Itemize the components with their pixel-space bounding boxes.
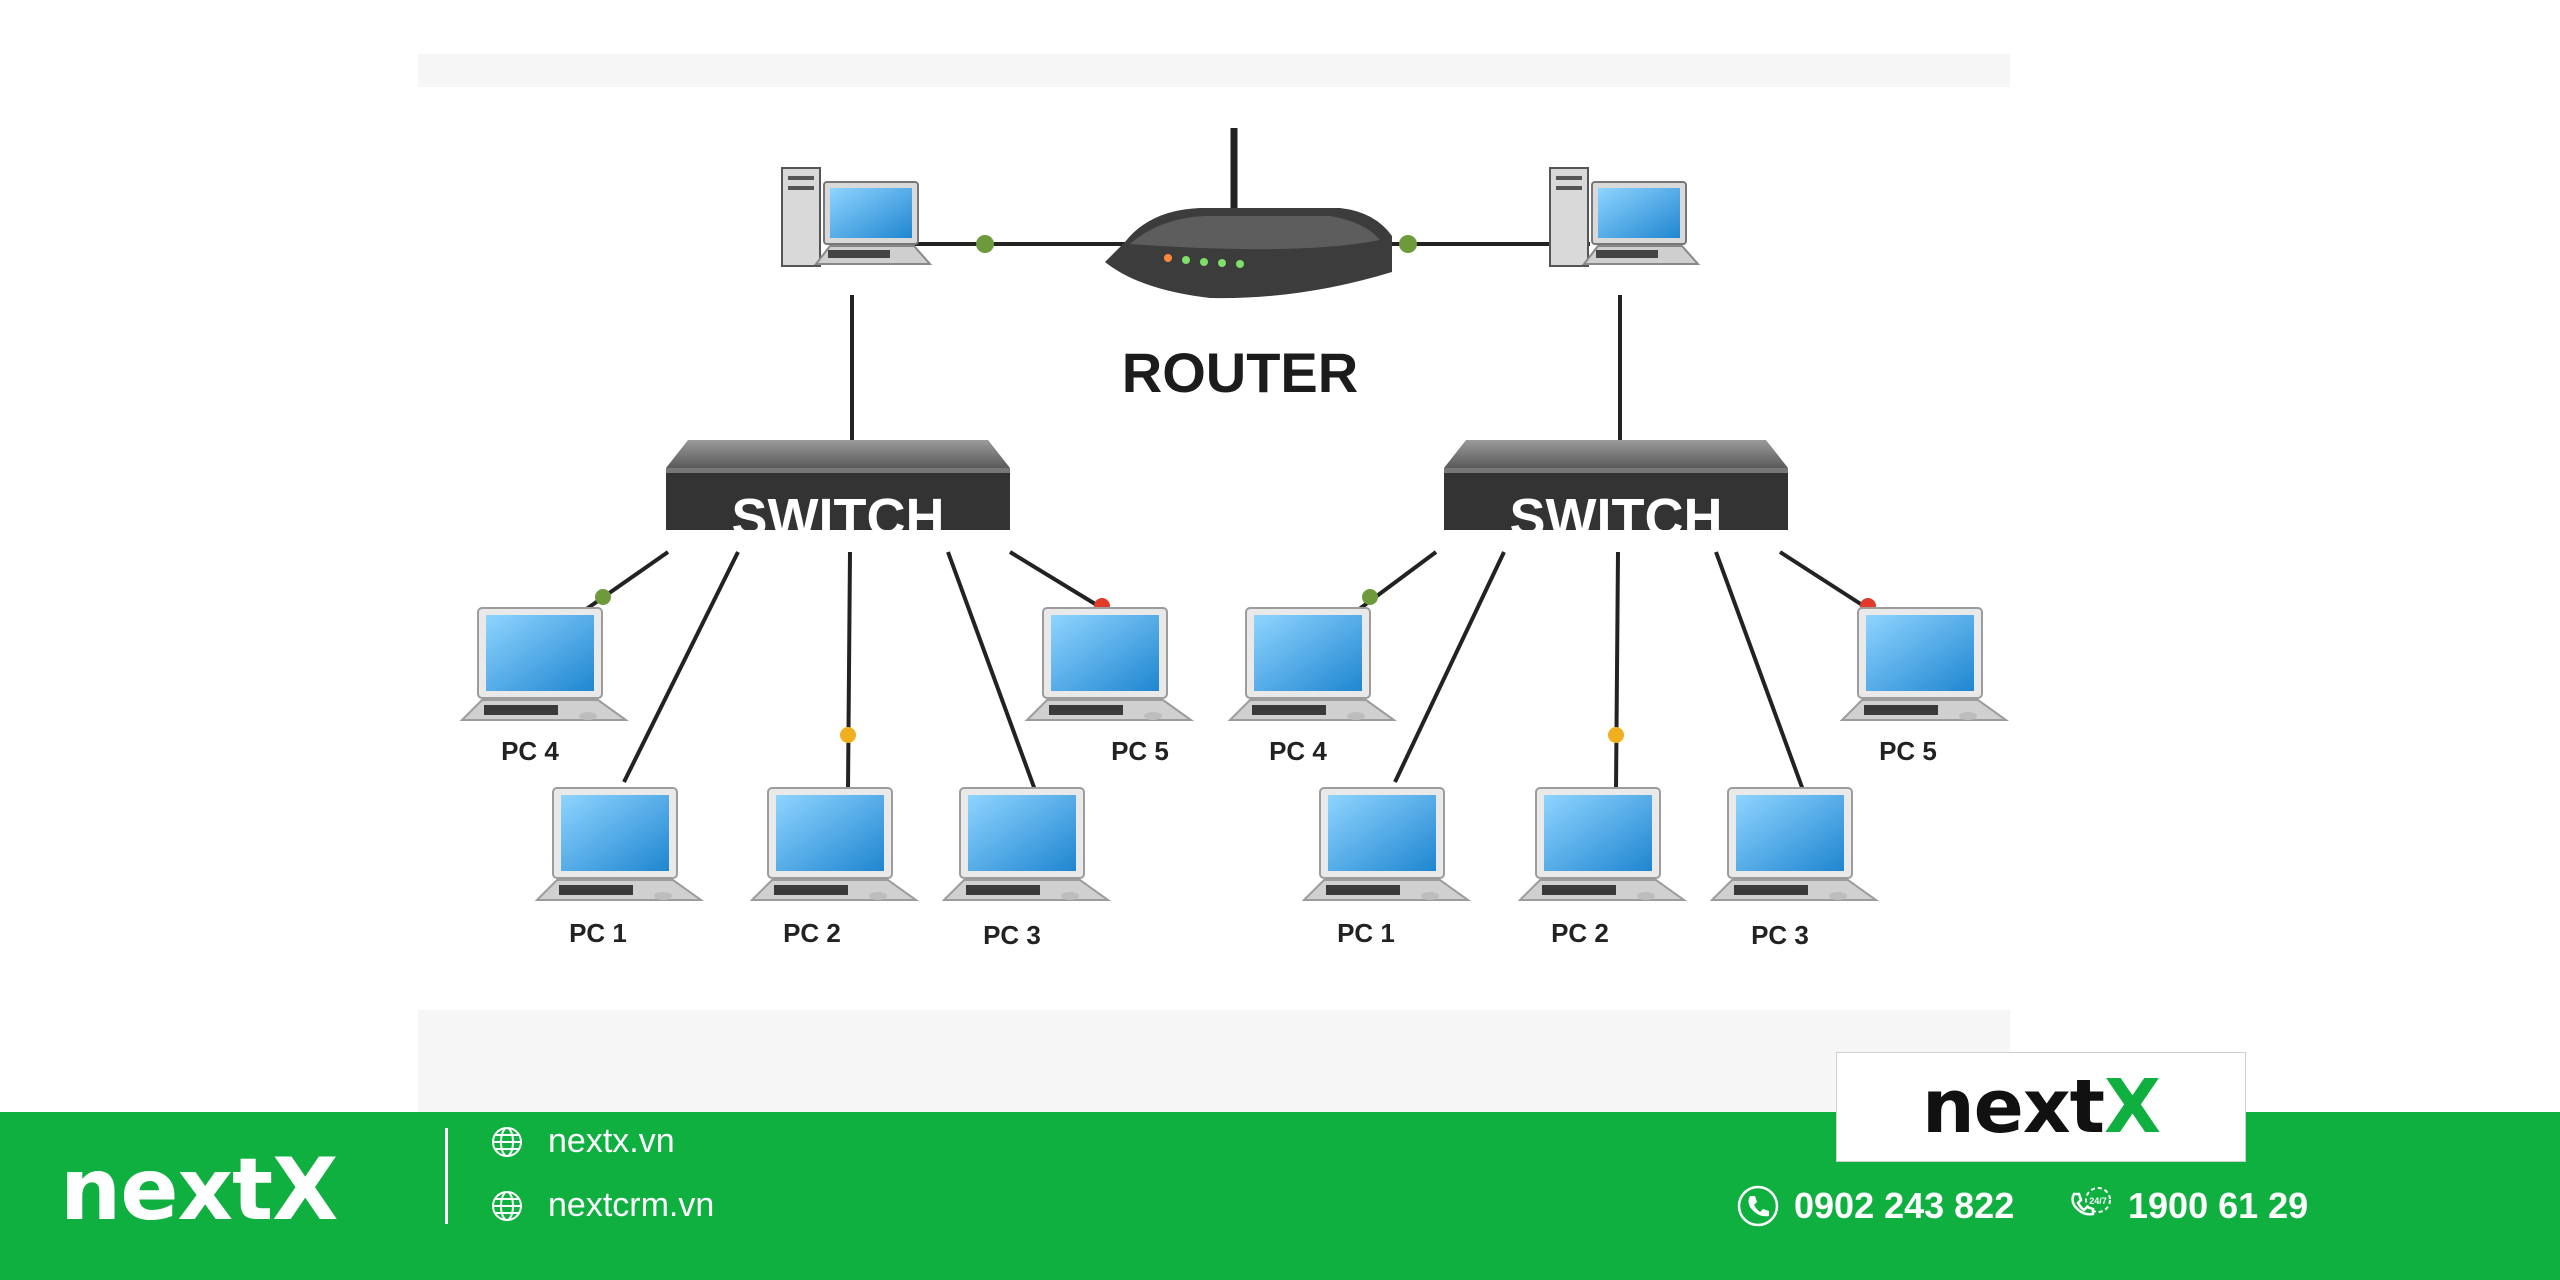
pc-labels: PC 4 PC 5 PC 1 PC 2 PC 3 PC 4 PC 5 PC 1 … (501, 736, 1937, 950)
label-right-pc2: PC 2 (1551, 918, 1609, 948)
label-left-pc5: PC 5 (1111, 736, 1169, 766)
switch-left-label: SWITCH (732, 488, 945, 548)
footer-brand-prefix: next (60, 1140, 273, 1240)
router (1105, 128, 1392, 299)
router-label: ROUTER (1122, 341, 1358, 404)
hotline-badge: 24/7 (2089, 1196, 2107, 1206)
footer-brand-logo: nextX (60, 1140, 338, 1240)
left-network-pcs (461, 607, 1192, 901)
laptop-right-pc1 (1303, 787, 1469, 901)
label-left-pc4: PC 4 (501, 736, 559, 766)
globe-icon (492, 1126, 522, 1157)
label-left-pc1: PC 1 (569, 918, 627, 948)
cables (583, 242, 1872, 791)
footer-brand-suffix: X (272, 1140, 338, 1240)
laptop-right-pc4 (1229, 607, 1395, 721)
laptop-left-pc4 (461, 607, 627, 721)
workstation-right (1549, 167, 1699, 267)
label-right-pc5: PC 5 (1879, 736, 1937, 766)
website-label: nextx.vn (548, 1122, 675, 1160)
label-left-pc3: PC 3 (983, 920, 1041, 950)
globe-icon (492, 1190, 522, 1221)
website-link-nextx[interactable]: nextx.vn (490, 1122, 675, 1161)
laptop-left-pc1 (536, 787, 702, 901)
phone-icon (1737, 1185, 1779, 1227)
image-top-band (418, 54, 2010, 87)
laptop-left-pc3 (943, 787, 1109, 901)
website-link-nextcrm[interactable]: nextcrm.vn (490, 1186, 714, 1225)
laptop-left-pc2 (751, 787, 917, 901)
laptop-right-pc3 (1711, 787, 1877, 901)
label-left-pc2: PC 2 (783, 918, 841, 948)
laptop-right-pc5 (1841, 607, 2007, 721)
hotline-24-7-icon: 24/7 (2071, 1187, 2111, 1216)
brand-logo-prefix: next (1921, 1064, 2105, 1150)
phone-number: 1900 61 29 (2128, 1185, 2309, 1226)
website-label: nextcrm.vn (548, 1186, 715, 1224)
laptop-left-pc5 (1026, 607, 1192, 721)
phone-number: 0902 243 822 (1794, 1185, 2015, 1226)
laptop-right-pc2 (1519, 787, 1685, 901)
cable-connectors (595, 235, 1876, 743)
label-right-pc3: PC 3 (1751, 920, 1809, 950)
footer-divider (445, 1128, 448, 1224)
brand-logo-suffix: X (2103, 1064, 2161, 1150)
image-bottom-band (418, 1010, 2010, 1112)
phone-number-mobile[interactable]: 0902 243 822 (1736, 1184, 2014, 1228)
label-right-pc4: PC 4 (1269, 736, 1327, 766)
workstation-left (781, 167, 931, 267)
label-right-pc1: PC 1 (1337, 918, 1395, 948)
network-diagram: ROUTER SWITCH SWITCH PC 4 PC 5 PC 1 PC 2… (461, 128, 2007, 950)
switch-right-label: SWITCH (1510, 488, 1723, 548)
phone-number-hotline[interactable]: 24/7 1900 61 29 (2066, 1184, 2308, 1228)
